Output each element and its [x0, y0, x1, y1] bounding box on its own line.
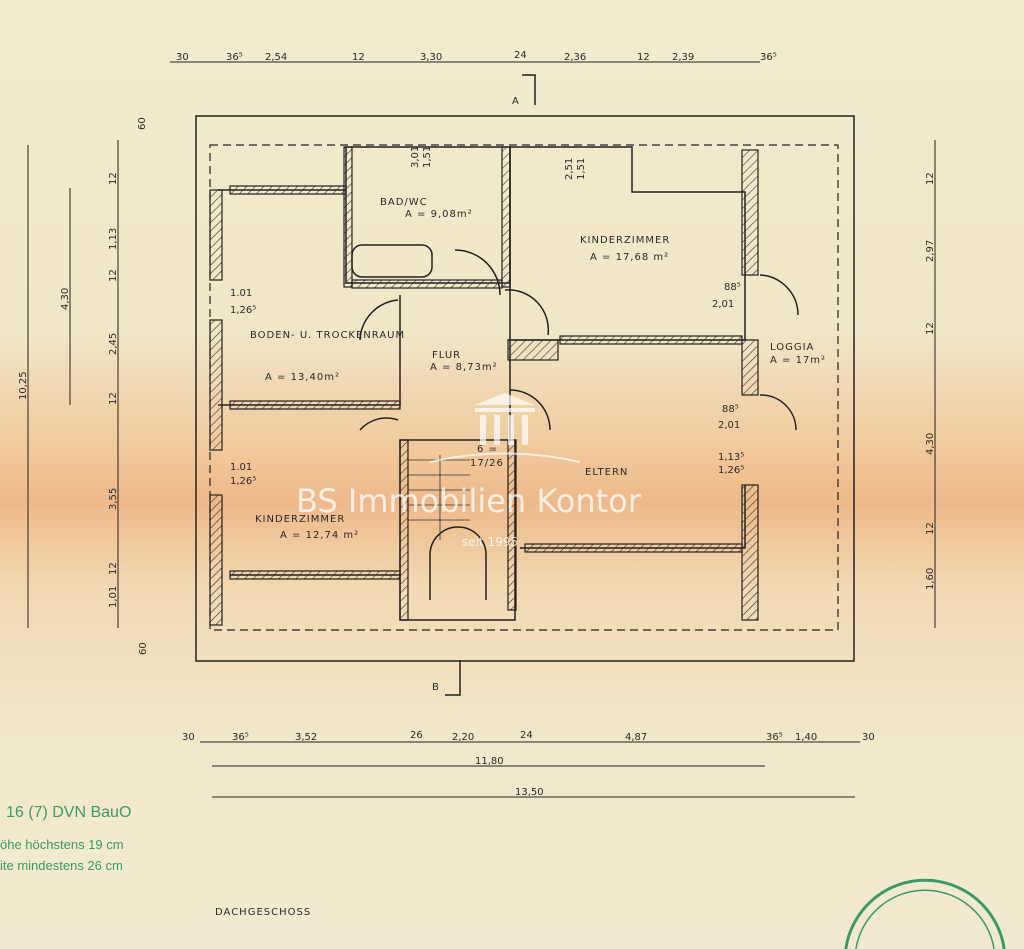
- floor-title: DACHGESCHOSS: [215, 907, 311, 918]
- section-mark-b: B: [432, 682, 440, 693]
- opening-dim: 1,26⁵: [230, 305, 256, 316]
- dim-total: 11,80: [475, 756, 504, 767]
- opening-dim: 1,51: [576, 158, 587, 180]
- dim: 3,52: [295, 732, 317, 743]
- opening-dim: 88⁵: [724, 282, 741, 293]
- watermark-brand: BS Immobilien Kontor: [296, 482, 641, 520]
- dimensions-right: 12 2,97 12 4,30 12 1,60: [925, 172, 936, 590]
- dim: 3,30: [420, 52, 442, 63]
- dim: 26: [410, 730, 423, 741]
- dim: 60: [137, 117, 148, 130]
- dim: 1,01: [108, 586, 119, 608]
- room-name: FLUR: [432, 350, 461, 361]
- regulation-title: 16 (7) DVN BauO: [6, 804, 132, 821]
- dim: 24: [520, 730, 533, 741]
- dimensions-top: 30 36⁵ 2,54 12 3,30 24 2,36 12 2,39 36⁵: [176, 50, 777, 63]
- dim: 2,45: [108, 333, 119, 355]
- room-name: ELTERN: [585, 467, 628, 478]
- opening-dim: 2,01: [718, 420, 740, 431]
- dim: 30: [176, 52, 189, 63]
- dim: 12: [108, 392, 119, 405]
- opening-dim: 1,51: [422, 146, 433, 168]
- dim: 1,60: [925, 568, 936, 590]
- opening-dim: 1.01: [230, 462, 252, 473]
- dim: 36⁵: [232, 732, 249, 743]
- dim: 12: [108, 172, 119, 185]
- room-area: A = 17m²: [770, 355, 826, 366]
- dim: 12: [352, 52, 365, 63]
- dim: 2,39: [672, 52, 694, 63]
- opening-dim: 1,26⁵: [718, 465, 744, 476]
- dim-total: 4,30: [60, 288, 71, 310]
- dim: 12: [925, 322, 936, 335]
- dim: 36⁵: [766, 732, 783, 743]
- dim: 3,55: [108, 488, 119, 510]
- opening-dim: 2,51: [564, 158, 575, 180]
- stair-note: 6 =: [477, 444, 498, 455]
- stair-note: 17/26: [470, 458, 504, 469]
- room-name: BAD/WC: [380, 197, 428, 208]
- room-area: A = 8,73m²: [430, 362, 498, 373]
- regulation-line: öhe höchstens 19 cm: [0, 837, 124, 852]
- dim: 12: [925, 522, 936, 535]
- section-mark-a: A: [512, 96, 520, 107]
- dim: 2,97: [925, 240, 936, 262]
- room-area: A = 13,40m²: [265, 372, 340, 383]
- dim: 2,20: [452, 732, 474, 743]
- opening-dim: 1.01: [230, 288, 252, 299]
- stamp: [844, 878, 1006, 949]
- dim: 1,40: [795, 732, 817, 743]
- dim: 2,36: [564, 52, 586, 63]
- room-name: KINDERZIMMER: [255, 514, 345, 525]
- opening-dim: 1,26⁵: [230, 476, 256, 487]
- regulation-line: ite mindestens 26 cm: [0, 858, 123, 873]
- dim: 1,13: [108, 228, 119, 250]
- dim: 12: [925, 172, 936, 185]
- dim: 12: [108, 269, 119, 282]
- dim: 36⁵: [226, 52, 243, 63]
- dim: 4,30: [925, 433, 936, 455]
- dim: 60: [138, 642, 149, 655]
- room-area: A = 9,08m²: [405, 209, 473, 220]
- dim: 24: [514, 50, 527, 61]
- watermark-logo-icon: [429, 393, 581, 463]
- opening-dim: 1,13⁵: [718, 452, 744, 463]
- dim-total: 10,25: [18, 371, 29, 400]
- room-area: A = 17,68 m²: [590, 252, 669, 263]
- room-name: BODEN- U. TROCKENRAUM: [250, 330, 405, 341]
- room-name: KINDERZIMMER: [580, 235, 670, 246]
- dim: 2,54: [265, 52, 287, 63]
- dimensions-bottom: 30 36⁵ 3,52 26 2,20 24 4,87 36⁵ 1,40 30 …: [182, 730, 875, 798]
- dim: 4,87: [625, 732, 647, 743]
- watermark-since: seit 1995: [462, 535, 519, 549]
- room-area: A = 12,74 m²: [280, 530, 359, 541]
- dim: 36⁵: [760, 52, 777, 63]
- opening-dim: 3,01: [410, 146, 421, 168]
- dim: 30: [862, 732, 875, 743]
- room-name: LOGGIA: [770, 342, 814, 353]
- opening-dim: 88⁵: [722, 404, 739, 415]
- opening-dim: 2,01: [712, 299, 734, 310]
- dim: 30: [182, 732, 195, 743]
- dimensions-left: 60 12 1,13 12 2,45 12 3,55 12 1,01 60 4,…: [18, 117, 149, 655]
- dim-total: 13,50: [515, 787, 544, 798]
- outer-boundary: [195, 115, 855, 662]
- dim: 12: [637, 52, 650, 63]
- dim: 12: [108, 562, 119, 575]
